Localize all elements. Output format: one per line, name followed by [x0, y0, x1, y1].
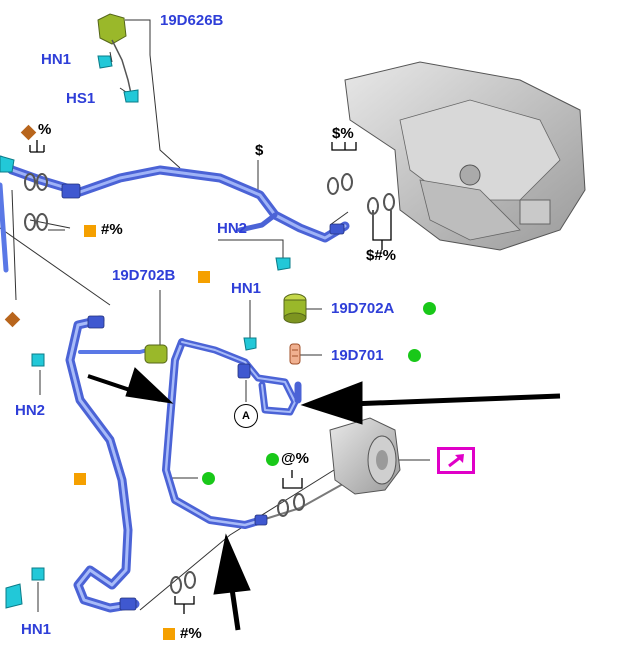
external-link-icon: [448, 454, 464, 468]
hn-fittings: [0, 55, 291, 609]
callout-19d701: 19D701: [331, 347, 384, 364]
part-19d626b-bracket: [97, 13, 139, 103]
callout-19d626b: 19D626B: [160, 12, 224, 29]
square-marker: [198, 271, 210, 283]
hose-fittings: [61, 183, 345, 611]
square-marker: [74, 473, 86, 485]
callout-circle-a: A: [234, 404, 258, 428]
callout-hs1: HS1: [66, 90, 96, 107]
callout-hn1-top: HN1: [41, 51, 72, 68]
callout-hash-percent-left: #%: [101, 221, 123, 238]
callout-at-percent: @%: [281, 450, 309, 467]
callout-percent-top-left: %: [38, 121, 52, 138]
pointer-arrows: [87, 367, 561, 631]
external-link-button[interactable]: [437, 447, 475, 474]
dot-marker: [423, 302, 436, 315]
callout-hn1-mid: HN1: [231, 280, 262, 297]
part-19d702a-sensor: [283, 293, 307, 324]
hoses: [0, 155, 381, 613]
dot-marker: [266, 453, 279, 466]
ac-compressor: [329, 417, 401, 495]
clamp-brackets: [29, 140, 392, 614]
callout-hn1-bottom: HN1: [21, 621, 52, 638]
pointer-arrow-icon: [300, 381, 561, 425]
dot-marker: [408, 349, 421, 362]
callout-hn2-left: HN2: [15, 402, 46, 419]
callout-hash-percent-bottom: #%: [180, 625, 202, 642]
callout-hn2-mid: HN2: [217, 220, 248, 237]
pointer-arrow-icon: [87, 367, 174, 404]
square-marker: [163, 628, 175, 640]
square-marker: [84, 225, 96, 237]
part-19d702b-sensor: [144, 344, 168, 364]
callout-19d702a: 19D702A: [331, 300, 395, 317]
part-19d701-valve: [289, 343, 301, 365]
hvac-module: [344, 61, 586, 251]
pointer-arrow-icon: [213, 533, 251, 631]
dot-marker: [202, 472, 215, 485]
callout-dollar-percent-right: $%: [332, 125, 354, 142]
clamp-rings: [24, 173, 395, 594]
callout-dollar-mid: $: [255, 142, 264, 159]
callout-19d702b: 19D702B: [112, 267, 176, 284]
callout-dollar-hash-percent: $#%: [366, 247, 397, 264]
